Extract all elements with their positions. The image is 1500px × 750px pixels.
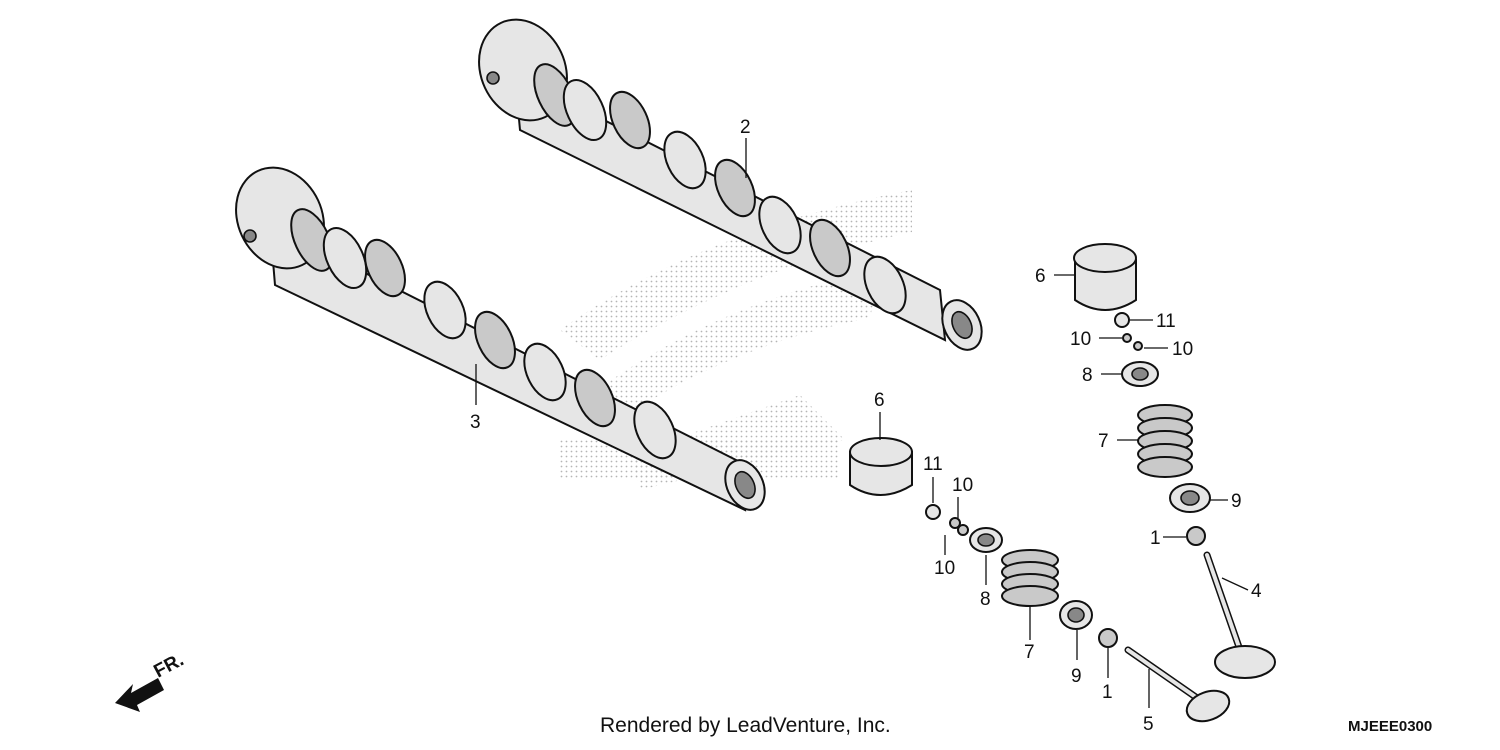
callout-4: 4 bbox=[1251, 581, 1262, 602]
render-credit: Rendered by LeadVenture, Inc. bbox=[600, 714, 891, 737]
valve-stem-seal-icon bbox=[1098, 628, 1118, 648]
valve-exhaust-icon bbox=[1124, 646, 1231, 723]
valve-stem-seal-icon bbox=[1186, 526, 1206, 546]
camshaft-lower-icon bbox=[235, 166, 766, 512]
valve-shim-icon bbox=[1114, 312, 1130, 328]
valve-lifter-icon bbox=[1073, 243, 1137, 311]
camshaft-upper-icon bbox=[478, 18, 983, 351]
spring-seat-icon bbox=[1169, 483, 1211, 513]
valve-assembly-left bbox=[849, 437, 1231, 723]
callout-9-right: 9 bbox=[1231, 491, 1242, 512]
callout-10-left-lower: 10 bbox=[934, 558, 955, 579]
callout-9-left: 9 bbox=[1071, 666, 1082, 687]
callout-10-right-left: 10 bbox=[1070, 329, 1091, 350]
valve-assembly-right bbox=[1073, 243, 1276, 679]
valve-cotter-icon bbox=[957, 524, 969, 536]
callout-7-left: 7 bbox=[1024, 642, 1035, 663]
valve-cotter-icon bbox=[1133, 341, 1143, 351]
front-direction-arrow-icon: FR. bbox=[115, 650, 187, 712]
valve-cotter-icon bbox=[1122, 333, 1132, 343]
callout-11-right: 11 bbox=[1156, 311, 1176, 332]
callout-10-right-right: 10 bbox=[1172, 339, 1193, 360]
spring-retainer-icon bbox=[969, 527, 1003, 553]
callout-1-right: 1 bbox=[1150, 528, 1161, 549]
front-direction-label: FR. bbox=[150, 650, 187, 683]
spring-retainer-icon bbox=[1121, 361, 1159, 387]
callout-6-right: 6 bbox=[1035, 266, 1046, 287]
callout-2: 2 bbox=[740, 117, 751, 138]
spring-seat-icon bbox=[1059, 600, 1093, 630]
callout-8-right: 8 bbox=[1082, 365, 1093, 386]
callouts: 2 3 6 11 10 10 8 7 9 1 5 6 11 10 10 8 7 … bbox=[470, 117, 1262, 735]
callout-7-right: 7 bbox=[1098, 431, 1109, 452]
valve-cotter-icon bbox=[949, 517, 961, 529]
valve-spring-icon bbox=[1137, 404, 1193, 478]
callout-11-left: 11 bbox=[923, 454, 943, 475]
callout-8-left: 8 bbox=[980, 589, 991, 610]
callout-3: 3 bbox=[470, 412, 481, 433]
valve-lifter-icon bbox=[849, 437, 913, 496]
valve-intake-icon bbox=[1203, 551, 1276, 679]
valve-shim-icon bbox=[925, 504, 941, 520]
leader-lines bbox=[475, 138, 1249, 708]
diagram-code: MJEEE0300 bbox=[1348, 718, 1432, 735]
callout-1-left: 1 bbox=[1102, 682, 1113, 703]
callout-6-left: 6 bbox=[874, 390, 885, 411]
valve-spring-icon bbox=[1001, 549, 1059, 607]
callout-10-left-upper: 10 bbox=[952, 475, 973, 496]
callout-5: 5 bbox=[1143, 714, 1154, 735]
